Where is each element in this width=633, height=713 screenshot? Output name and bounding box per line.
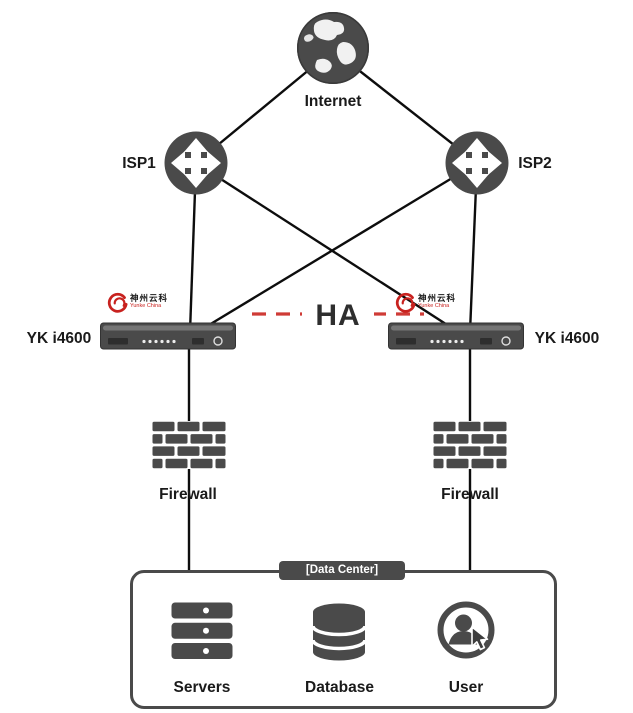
firewall-right-node xyxy=(433,421,507,469)
router-icon xyxy=(164,131,228,195)
internet-node xyxy=(295,10,371,86)
yunke-swirl-icon xyxy=(395,292,416,313)
isp1-label: ISP1 xyxy=(122,155,156,172)
server-stack-icon xyxy=(171,602,233,659)
firewall-brick-icon xyxy=(152,421,226,469)
firewall-brick-icon xyxy=(433,421,507,469)
vendor-name-en: Yunke China xyxy=(418,303,450,310)
router-icon xyxy=(445,131,509,195)
database-label: Database xyxy=(305,679,374,696)
user-label: User xyxy=(448,679,484,696)
isp1-router-node xyxy=(163,130,229,196)
edge-isp1-yk-right xyxy=(195,161,453,330)
adc-appliance-icon xyxy=(100,322,236,350)
vendor-name-cn: 神州云科 xyxy=(418,293,457,304)
database-cylinder-icon xyxy=(311,603,367,661)
yk-left-label: YK i4600 xyxy=(26,330,92,347)
vendor-name-en: Yunke China xyxy=(130,303,162,310)
yk-appliance-left-node xyxy=(100,322,236,350)
isp2-router-node xyxy=(444,130,510,196)
isp2-label: ISP2 xyxy=(518,155,552,172)
internet-label: Internet xyxy=(304,93,362,110)
user-node xyxy=(437,601,495,659)
firewall-left-node xyxy=(152,421,226,469)
vendor-name-cn: 神州云科 xyxy=(130,293,169,304)
yk-appliance-right-node xyxy=(388,322,524,350)
yunke-logo-right: 神州云科 Yunke China xyxy=(394,291,456,313)
yunke-swirl-icon xyxy=(107,292,128,313)
yk-right-label: YK i4600 xyxy=(534,330,600,347)
edge-isp2-yk-left xyxy=(203,161,478,330)
firewall-right-label: Firewall xyxy=(441,486,499,503)
database-node xyxy=(311,603,367,661)
adc-appliance-icon xyxy=(388,322,524,350)
yunke-logo-left: 神州云科 Yunke China xyxy=(106,291,168,313)
user-cursor-icon xyxy=(437,601,495,659)
datacenter-zone-label: [Data Center] xyxy=(279,561,405,580)
ha-link-label: HA xyxy=(302,297,374,335)
firewall-left-label: Firewall xyxy=(159,486,217,503)
servers-label: Servers xyxy=(173,679,231,696)
globe-icon xyxy=(296,11,370,85)
servers-node xyxy=(171,602,233,660)
